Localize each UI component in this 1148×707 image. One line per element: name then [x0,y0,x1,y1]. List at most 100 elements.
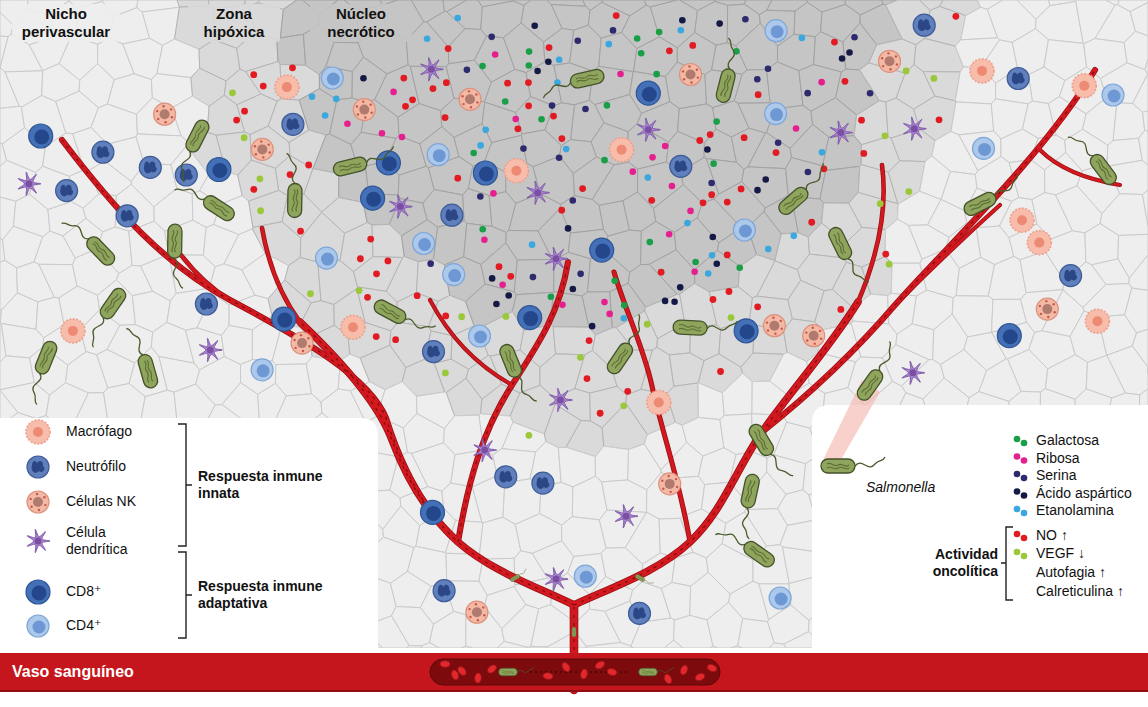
label-slot: Nicho perivascular [12,4,120,42]
immune-cell-part [770,108,783,121]
nutrient-dot [662,298,669,305]
vessel-capsule-part [499,668,518,676]
immune-cell-part [977,66,987,76]
immune-cell-part [68,326,78,336]
immune-cell-part [60,185,73,197]
nutrient-dot [333,96,340,103]
nutrient-dot [490,190,497,197]
no-dot [689,42,696,49]
label-slot: Respuesta inmune innata [198,468,338,502]
no-dot [357,255,364,262]
nutrient-dot [493,301,500,308]
no-dot [250,186,257,193]
nutrient-dot [309,93,316,100]
salmonella-part [498,342,524,379]
immune-cell [518,306,542,330]
color-swatch-part [1021,440,1028,447]
salmonella-in-vessel-part [510,574,521,583]
tissue-cell [695,250,740,292]
salmonella-part [741,539,777,570]
salmonella-in-vessel [571,618,576,637]
legend-entry: Salmonella [866,479,935,496]
immune-cell-part [813,342,815,344]
nutrient-dot [577,271,584,278]
immune-cell-part [820,338,822,340]
vessel-capsule-part [639,667,674,676]
legend-icon-part [44,504,46,506]
legend-entry: Células NK [66,493,136,510]
no-dot [808,219,815,226]
nutrient-dot [427,260,434,267]
immune-cell-part [321,253,334,266]
immune-cell-part [200,298,213,310]
immune-cell-part [696,68,698,70]
no-dot [658,269,665,276]
nutrient-dot [505,292,512,299]
nutrient-dot [645,174,652,181]
immune-cell-part [1079,81,1089,91]
immune-cell-part [300,334,302,336]
immune-cell-part [970,59,994,83]
immune-cell [341,315,365,339]
vessel-wall [430,300,512,385]
immune-cell-part [769,587,791,609]
tissue-cell [914,38,963,72]
immune-cell-part [483,614,485,616]
immune-cell-part [642,87,657,102]
immune-cell-part [688,65,690,67]
immune-cell [997,324,1021,348]
immune-cell-part [674,160,687,172]
vegf-dot [930,75,937,82]
effect-label: Calreticulina ↑ [1036,583,1124,600]
nutrient-dot [549,102,556,109]
immune-cell-part [474,331,487,344]
tissue-cell [1085,224,1119,265]
immune-cell-part [294,347,296,349]
no-dot [584,375,591,382]
tissue-cell [647,473,683,519]
immune-cell [527,181,550,204]
vegf-dot [442,370,449,377]
immune-cell-part [669,491,671,493]
nutrient-dot [669,183,676,190]
immune-cell [659,473,681,495]
tissue-cell [886,98,920,138]
salmonella-part [611,348,626,368]
immune-cell-part [1027,231,1051,255]
legend-icon-part [35,538,42,545]
salmonella-part [679,324,701,328]
legend-label: Células NK [66,493,136,510]
immune-cell-part [697,76,699,78]
legend-entry: Neutrófilo [66,458,126,475]
immune-cell-part [257,364,270,377]
immune-cell-part [1085,309,1109,333]
immune-cell [61,319,85,343]
immune-cell-part [475,93,477,95]
immune-cell-part [162,105,164,107]
salmonella-part [679,328,701,331]
immune-cell-part [617,145,627,155]
color-swatch [1014,549,1028,560]
immune-cell [421,58,444,81]
no-dot [858,117,865,124]
nutrient-dot [492,51,499,58]
salmonella-part [208,202,228,217]
immune-cell [275,75,299,99]
legend-icon-part [27,491,49,513]
salmonella-in-vessel-part [635,574,646,583]
immune-cell [18,172,41,195]
salmonella-part [85,317,110,347]
salmonella-part [288,183,303,217]
vessel-capsule-part [663,673,673,685]
immune-cell-part [421,500,445,524]
nutrient-dot [709,252,716,259]
salmonella-part [104,293,118,312]
immune-cell [550,388,573,411]
salmonella-part [201,193,237,223]
immune-cell-part [466,601,488,623]
tissue-cell [392,607,434,646]
vessel-capsule-part [543,672,554,680]
nutrient-dot [481,236,488,243]
immune-cell-part [527,181,550,204]
no-dot [952,13,959,20]
